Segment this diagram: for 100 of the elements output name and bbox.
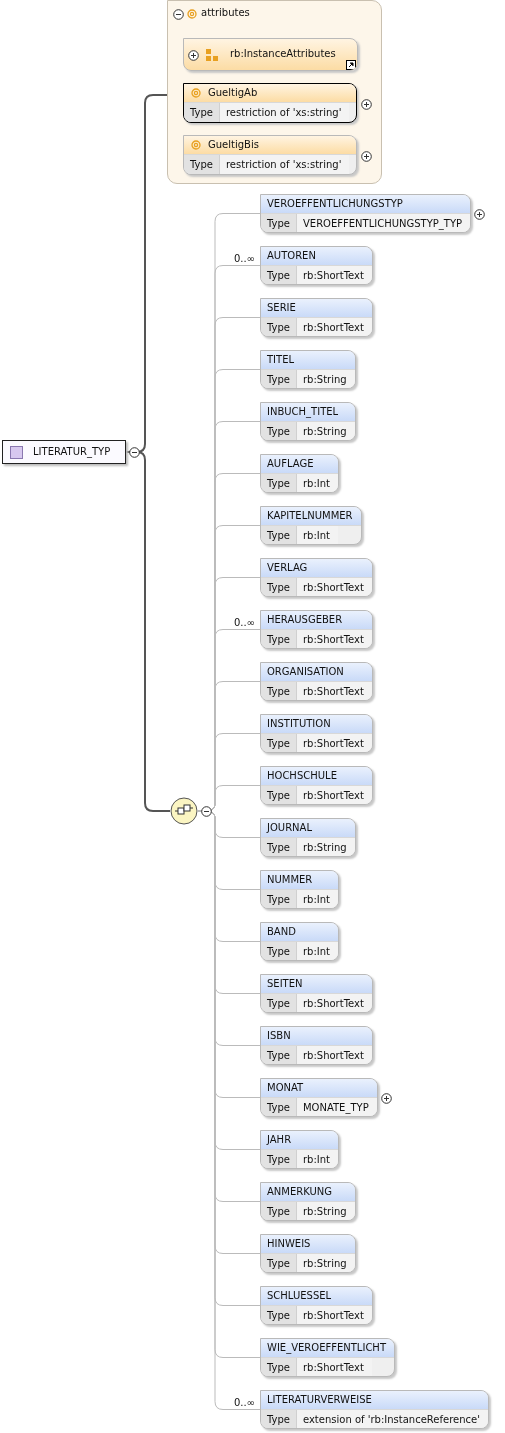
type-label: Type bbox=[261, 1202, 297, 1220]
type-value: rb:ShortText bbox=[296, 318, 372, 336]
element-box bbox=[260, 298, 373, 337]
element-name: VERLAG bbox=[261, 559, 372, 577]
type-value: rb:ShortText bbox=[296, 578, 372, 596]
element-box bbox=[260, 1026, 373, 1065]
element-box bbox=[260, 1182, 356, 1221]
type-box bbox=[2, 440, 126, 464]
element-name: BAND bbox=[261, 923, 338, 941]
element-name: JAHR bbox=[261, 1131, 338, 1149]
edge-label: 0..∞ bbox=[232, 1396, 256, 1409]
type-label: Type bbox=[261, 1098, 297, 1116]
type-label: Type bbox=[261, 214, 297, 232]
element-box bbox=[260, 766, 373, 805]
type-label: Type bbox=[184, 103, 220, 122]
element-name: TITEL bbox=[261, 351, 355, 369]
type-value: rb:ShortText bbox=[296, 994, 372, 1012]
element-name: ANMERKUNG bbox=[261, 1183, 355, 1201]
attribute-group-panel bbox=[167, 0, 382, 184]
element-box bbox=[260, 610, 373, 649]
element-name: ORGANISATION bbox=[261, 663, 372, 681]
type-label: Type bbox=[261, 1306, 297, 1324]
attribute-name: GueltigAb bbox=[184, 84, 356, 102]
element-box bbox=[260, 1338, 395, 1377]
element-box bbox=[260, 818, 356, 857]
element-name: HINWEIS bbox=[261, 1235, 355, 1253]
element-box bbox=[260, 1390, 489, 1429]
element-name: ISBN bbox=[261, 1027, 372, 1045]
element-name: JOURNAL bbox=[261, 819, 355, 837]
type-label: Type bbox=[261, 474, 297, 492]
element-name: INBUCH_TITEL bbox=[261, 403, 355, 421]
type-value: restriction of 'xs:string' bbox=[219, 155, 350, 174]
element-name: SCHLUESSEL bbox=[261, 1287, 372, 1305]
element-box bbox=[260, 194, 472, 233]
group-title: attributes bbox=[201, 7, 250, 18]
element-box bbox=[260, 922, 339, 961]
element-box bbox=[260, 506, 362, 545]
type-value: rb:ShortText bbox=[296, 266, 372, 284]
sequence-compositor-icon bbox=[170, 797, 198, 825]
type-label: Type bbox=[261, 578, 297, 596]
element-box bbox=[260, 350, 356, 389]
type-label: Type bbox=[261, 786, 297, 804]
type-label: Type bbox=[261, 318, 297, 336]
element-name: AUFLAGE bbox=[261, 455, 338, 473]
type-value: rb:ShortText bbox=[296, 1358, 372, 1376]
type-label: Type bbox=[261, 734, 297, 752]
type-value: rb:Int bbox=[296, 474, 338, 492]
type-value: rb:Int bbox=[296, 526, 338, 544]
type-label: Type bbox=[261, 1254, 297, 1272]
type-value: rb:ShortText bbox=[296, 786, 372, 804]
type-value: rb:ShortText bbox=[296, 1306, 372, 1324]
element-box bbox=[260, 402, 356, 441]
element-name: HOCHSCHULE bbox=[261, 767, 372, 785]
element-name: VEROEFFENTLICHUNGSTYP bbox=[261, 195, 471, 213]
element-box bbox=[260, 1286, 373, 1325]
attribute-box bbox=[183, 83, 357, 123]
attribute-group-name: rb:InstanceAttributes bbox=[230, 48, 336, 59]
attribute-group-box bbox=[183, 38, 358, 71]
type-value: rb:Int bbox=[296, 1150, 338, 1168]
type-name: LITERATUR_TYP bbox=[33, 446, 111, 457]
type-label: Type bbox=[261, 838, 297, 856]
type-value: VEROEFFENTLICHUNGSTYP_TYP bbox=[296, 214, 471, 232]
edge-label: 0..∞ bbox=[232, 252, 256, 265]
attribute-box bbox=[183, 135, 357, 175]
type-label: Type bbox=[261, 1410, 297, 1428]
element-name: LITERATURVERWEISE bbox=[261, 1391, 488, 1409]
type-value: rb:Int bbox=[296, 942, 338, 960]
type-value: MONATE_TYP bbox=[296, 1098, 377, 1116]
type-label: Type bbox=[261, 994, 297, 1012]
element-box bbox=[260, 1130, 339, 1169]
type-value: rb:String bbox=[296, 838, 355, 856]
edge-label: 0..∞ bbox=[232, 616, 256, 629]
type-label: Type bbox=[261, 370, 297, 388]
type-value: rb:ShortText bbox=[296, 630, 372, 648]
element-name: AUTOREN bbox=[261, 247, 372, 265]
element-name: HERAUSGEBER bbox=[261, 611, 372, 629]
element-box bbox=[260, 454, 339, 493]
type-label: Type bbox=[261, 526, 297, 544]
element-box bbox=[260, 558, 373, 597]
type-label: Type bbox=[261, 422, 297, 440]
element-box bbox=[260, 1078, 378, 1117]
type-label: Type bbox=[261, 1358, 297, 1376]
type-label: Type bbox=[261, 1150, 297, 1168]
type-value: rb:String bbox=[296, 1202, 355, 1220]
type-value: rb:String bbox=[296, 422, 355, 440]
type-value: rb:Int bbox=[296, 890, 338, 908]
type-value: rb:ShortText bbox=[296, 682, 372, 700]
type-value: rb:String bbox=[296, 1254, 355, 1272]
type-label: Type bbox=[261, 1046, 297, 1064]
element-name: KAPITELNUMMER bbox=[261, 507, 361, 525]
type-label: Type bbox=[261, 630, 297, 648]
element-box bbox=[260, 974, 373, 1013]
type-label: Type bbox=[261, 942, 297, 960]
type-label: Type bbox=[261, 266, 297, 284]
type-value: extension of 'rb:InstanceReference' bbox=[296, 1410, 488, 1428]
element-name: MONAT bbox=[261, 1079, 377, 1097]
element-box bbox=[260, 714, 373, 753]
element-box bbox=[260, 662, 373, 701]
attribute-name: GueltigBis bbox=[184, 136, 356, 154]
element-name: WIE_VEROEFFENTLICHT bbox=[261, 1339, 394, 1357]
